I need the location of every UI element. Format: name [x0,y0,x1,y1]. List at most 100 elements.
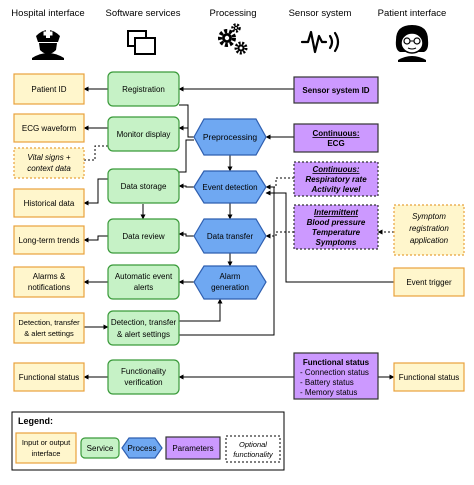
io-symptom-registration: Symptom registration application [393,204,465,256]
svg-text:Symptom: Symptom [412,212,446,221]
svg-text:Monitor display: Monitor display [117,130,171,139]
service-monitor-display: Monitor display [107,116,180,152]
nurse-icon [32,29,64,60]
svg-text:Continuous:: Continuous: [312,165,359,174]
connectors [83,86,395,380]
legend-optional: Optional functionality [225,435,281,463]
svg-text:Data review: Data review [122,232,164,241]
io-ecg-waveform: ECG waveform [13,113,85,143]
svg-text:Event trigger: Event trigger [406,278,452,287]
patient-icon [395,25,429,62]
svg-text:- Memory status: - Memory status [300,388,357,397]
svg-text:Patient ID: Patient ID [31,85,66,94]
svg-text:interface: interface [32,449,61,458]
io-functional-status-left: Functional status [13,362,85,392]
svg-text:ECG: ECG [327,139,344,148]
svg-text:generation: generation [211,283,249,292]
svg-text:Long-term trends: Long-term trends [19,236,80,245]
svg-text:- Connection status: - Connection status [300,368,369,377]
svg-text:Detection, transfer: Detection, transfer [111,318,177,327]
param-intermittent: Intermittent Blood pressure Temperature … [293,204,379,250]
column-headers: Hospital interface Software services Pro… [11,8,446,19]
svg-text:Alarm: Alarm [220,272,241,281]
legend-io: Input or output interface [15,432,77,464]
svg-text:functionality: functionality [233,450,274,459]
svg-text:Blood pressure: Blood pressure [307,218,366,227]
svg-text:Automatic event: Automatic event [115,272,173,281]
svg-text:Historical data: Historical data [24,199,75,208]
svg-text:Detection, transfer: Detection, transfer [18,318,80,327]
arrow-intermittent-to-data-transfer [265,231,294,239]
service-automatic-event-alerts: Automatic event alerts [107,264,180,300]
svg-text:Functionality: Functionality [121,367,166,376]
param-continuous-ecg: Continuous: ECG [293,123,379,153]
param-continuous-resp: Continuous: Respiratory rate Activity le… [293,161,379,197]
service-functionality-verification: Functionality verification [107,359,180,395]
header-patient-interface: Patient interface [378,8,447,19]
io-vital-signs-optional: Vital signs + context data [13,147,85,179]
svg-text:Temperature: Temperature [312,228,361,237]
process-event-detection: Event detection [193,170,267,204]
legend-title: Legend: [18,416,53,426]
process-alarm-generation: Alarm generation [193,265,267,300]
svg-text:ECG waveform: ECG waveform [22,124,77,133]
io-event-trigger: Event trigger [393,267,465,297]
legend-service: Service [80,437,120,459]
io-detection-settings: Detection, transfer & alert settings [13,312,85,344]
header-processing: Processing [210,8,257,19]
arrow-detection-service-to-alarm [179,298,223,322]
svg-text:Input or output: Input or output [22,438,71,447]
line-detection-service-to-processes [179,186,275,336]
arrow-review-to-trends [83,235,108,243]
header-software-services: Software services [106,8,181,19]
io-alarms-notifications: Alarms & notifications [13,266,85,298]
legend: Legend: Input or output interface Servic… [11,411,285,471]
legend-process: Process [121,437,163,459]
header-hospital-interface: Hospital interface [11,8,84,19]
service-data-review: Data review [107,218,180,254]
svg-text:application: application [410,236,449,245]
dotted-monitor-to-vitals [84,145,108,161]
svg-text:Functional status: Functional status [303,358,370,367]
svg-text:Parameters: Parameters [172,444,213,453]
param-sensor-system-id: Sensor system ID [293,76,379,104]
header-sensor-system: Sensor system [289,8,352,19]
arrow-storage-to-historical [83,178,108,206]
service-data-storage: Data storage [107,168,180,204]
svg-text:Sensor system ID: Sensor system ID [302,86,369,95]
svg-text:- Battery status: - Battery status [300,378,354,387]
io-long-term-trends: Long-term trends [13,225,85,255]
arrow-event-trigger-to-event-detection [265,190,394,283]
io-historical-data: Historical data [13,188,85,218]
gears-icon [218,23,248,55]
arrow-preprocessing-to-monitor [178,125,194,138]
windows-icon [127,30,156,55]
svg-text:Functional status: Functional status [19,373,79,382]
svg-text:Process: Process [128,444,157,453]
svg-text:& alert settings: & alert settings [117,330,170,339]
ecg-sensor-icon [300,30,340,54]
svg-text:verification: verification [124,378,162,387]
svg-text:Optional: Optional [239,440,267,449]
svg-text:Activity level: Activity level [311,185,362,194]
process-preprocessing: Preprocessing [193,118,267,156]
arrow-resp-to-event-detection [265,177,294,190]
io-functional-status-right: Functional status [393,362,465,392]
line-preprocessing-to-storage [179,139,194,173]
svg-text:& alert settings: & alert settings [24,329,74,338]
legend-parameters: Parameters [165,436,221,460]
arrow-event-detection-to-storage [178,183,194,189]
svg-text:notifications: notifications [28,283,70,292]
svg-text:context data: context data [27,164,71,173]
svg-text:Data storage: Data storage [121,182,167,191]
svg-text:Functional status: Functional status [399,373,459,382]
svg-text:Continuous:: Continuous: [312,129,359,138]
svg-text:Event detection: Event detection [202,183,257,192]
svg-text:Alarms &: Alarms & [33,272,66,281]
service-detection-transfer-alert: Detection, transfer & alert settings [107,310,180,346]
io-patient-id: Patient ID [13,73,85,105]
arrow-data-transfer-to-review [178,231,194,237]
line-preprocessing-to-registration [179,104,189,128]
service-registration: Registration [107,71,180,107]
